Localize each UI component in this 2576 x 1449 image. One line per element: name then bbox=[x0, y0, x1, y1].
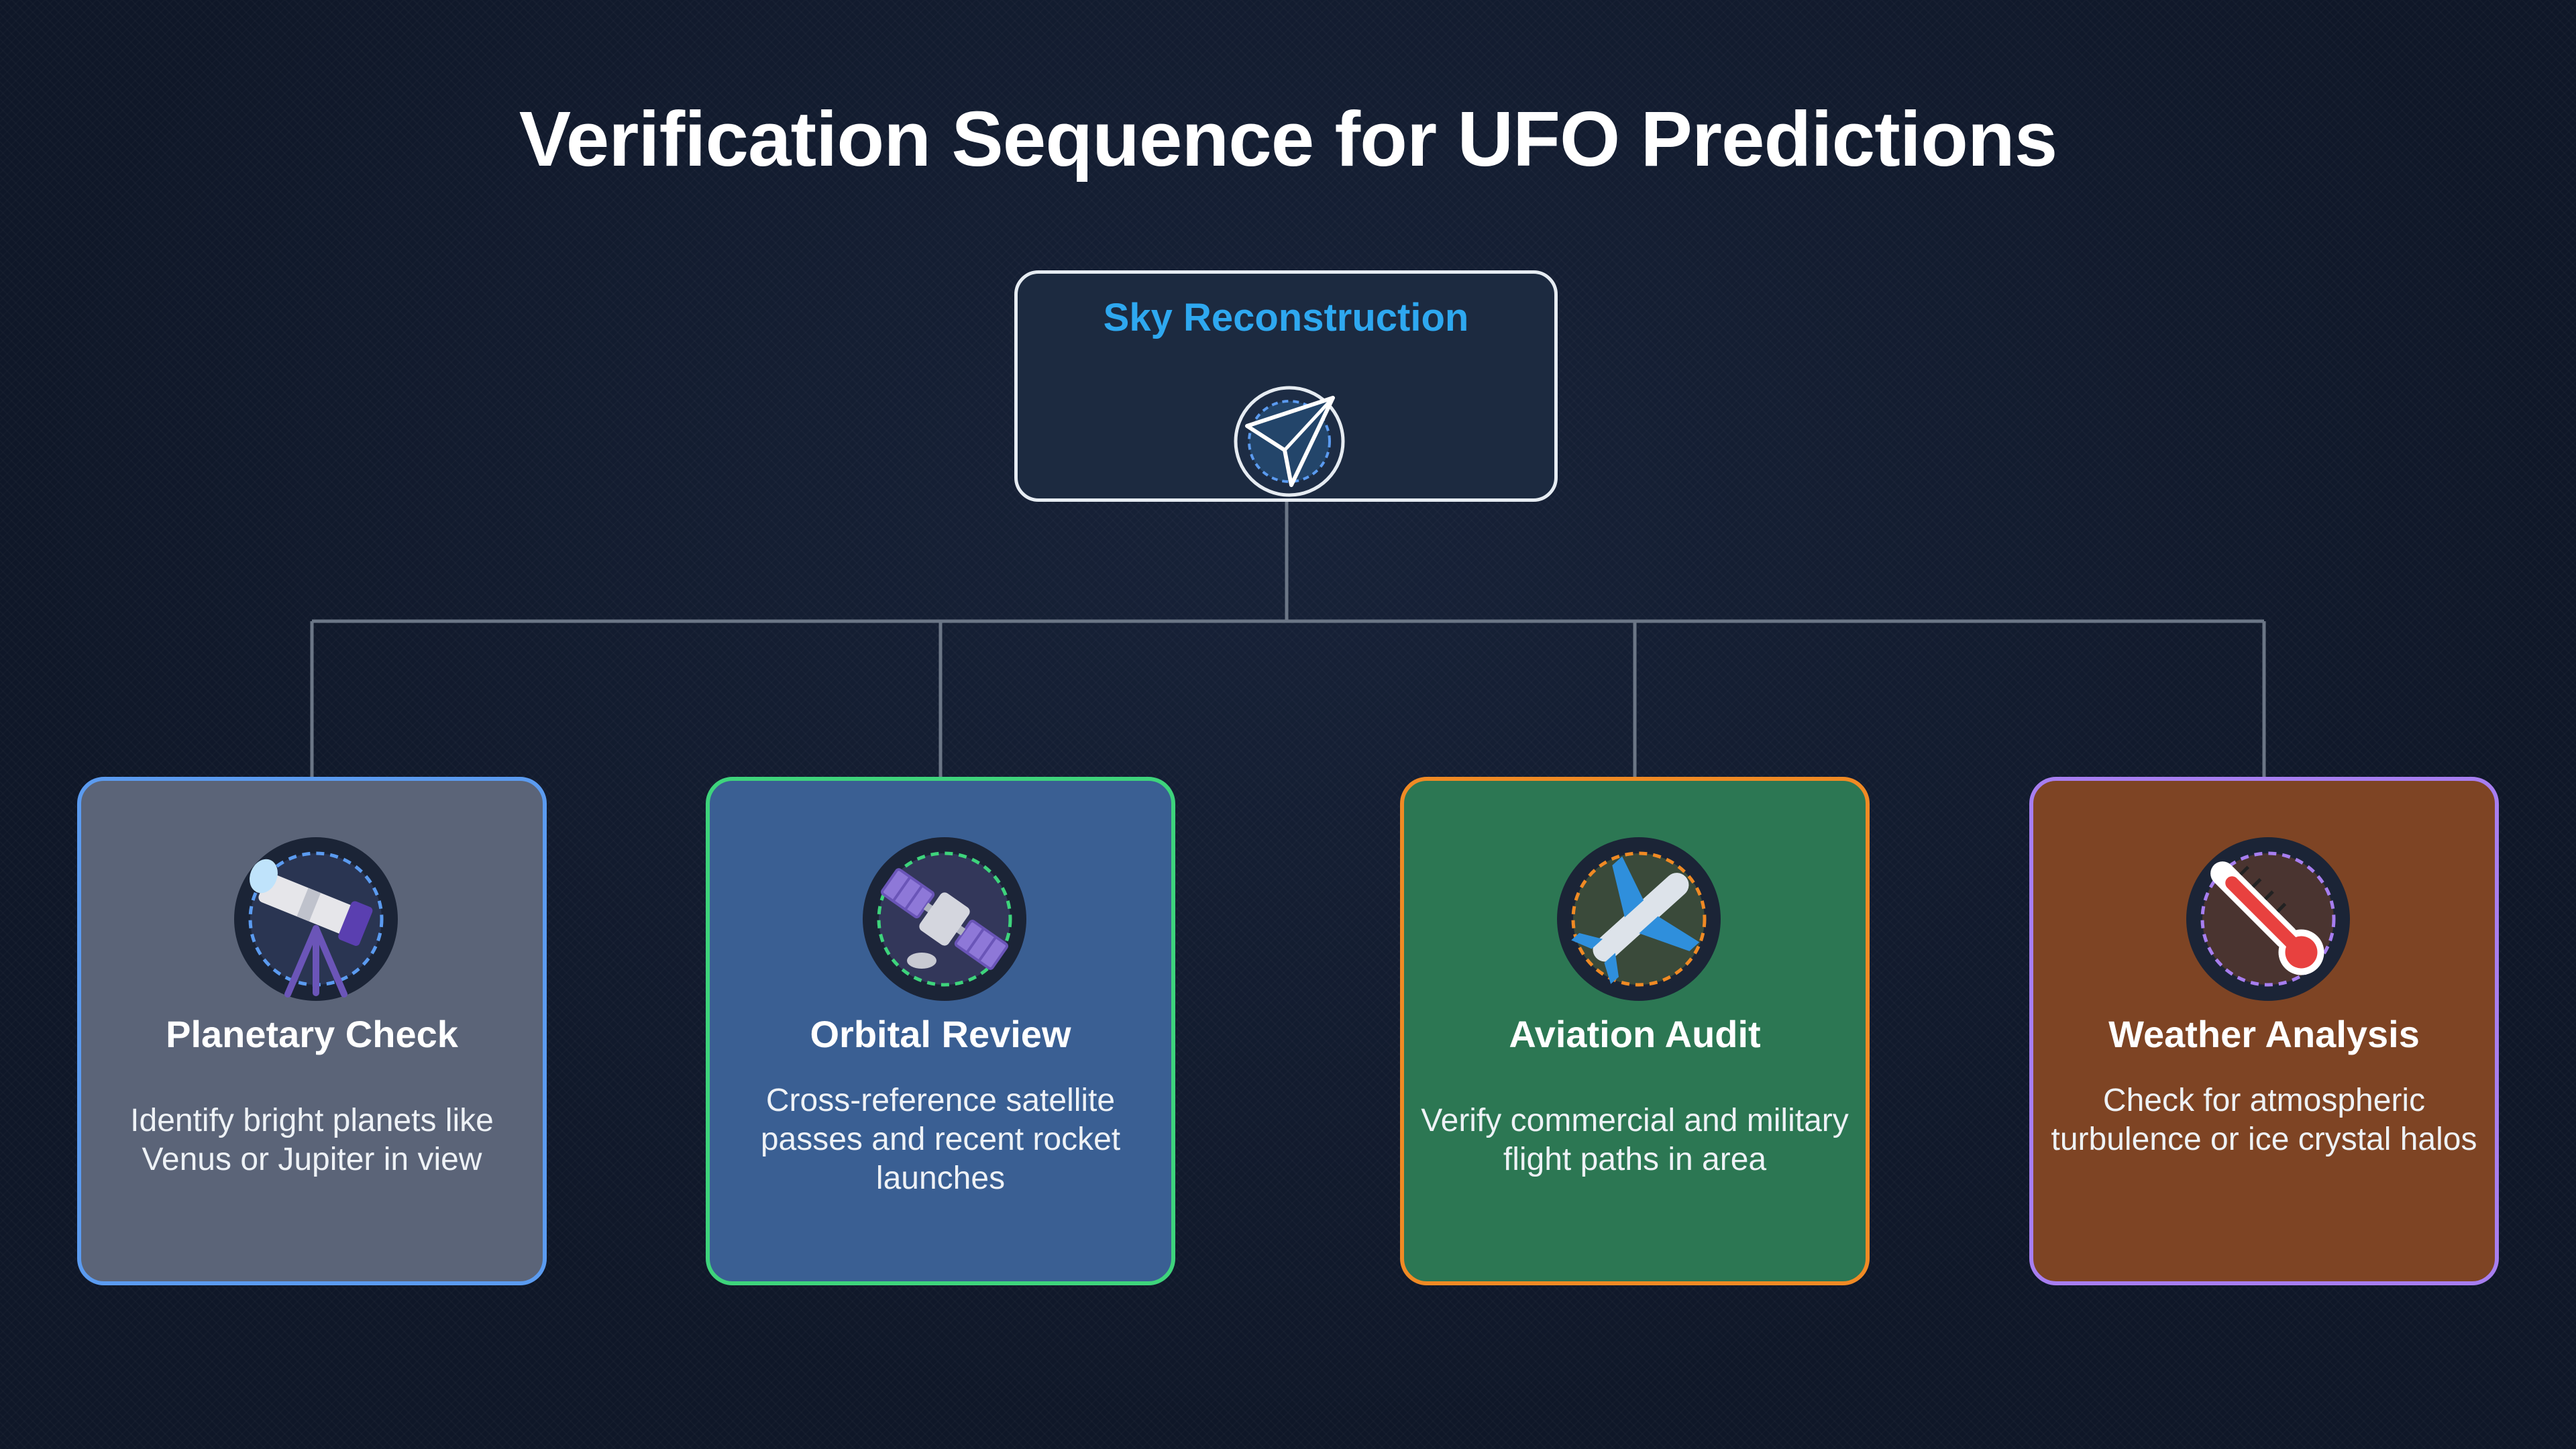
card-title: Aviation Audit bbox=[1509, 1013, 1761, 1055]
root-node-label: Sky Reconstruction bbox=[1103, 296, 1469, 339]
card-description: Verify commercial and military flight pa… bbox=[1421, 1103, 1849, 1177]
airplane-icon bbox=[1557, 837, 1721, 1001]
card-description: Check for atmospheric turbulence or ice … bbox=[2051, 1083, 2477, 1157]
satellite-icon bbox=[863, 837, 1026, 1001]
card-title: Orbital Review bbox=[810, 1013, 1071, 1055]
navigation-arrow-icon bbox=[1234, 386, 1345, 497]
card-title: Weather Analysis bbox=[2108, 1013, 2420, 1055]
card-weather-analysis[interactable]: Weather Analysis Check for atmospheric t… bbox=[2029, 777, 2499, 1285]
card-description: Cross-reference satellite passes and rec… bbox=[760, 1083, 1121, 1196]
root-node-sky-reconstruction[interactable]: Sky Reconstruction bbox=[1014, 270, 1558, 502]
telescope-icon bbox=[234, 837, 398, 1001]
card-description: Identify bright planets like Venus or Ju… bbox=[130, 1103, 494, 1177]
card-aviation-audit[interactable]: Aviation Audit Verify commercial and mil… bbox=[1400, 777, 1870, 1285]
page-title: Verification Sequence for UFO Prediction… bbox=[519, 95, 2057, 182]
card-title: Planetary Check bbox=[166, 1013, 458, 1055]
card-orbital-review[interactable]: Orbital Review Cross-reference satellite… bbox=[706, 777, 1175, 1285]
card-planetary-check[interactable]: Planetary Check Identify bright planets … bbox=[77, 777, 547, 1285]
thermometer-icon bbox=[2186, 837, 2350, 1001]
